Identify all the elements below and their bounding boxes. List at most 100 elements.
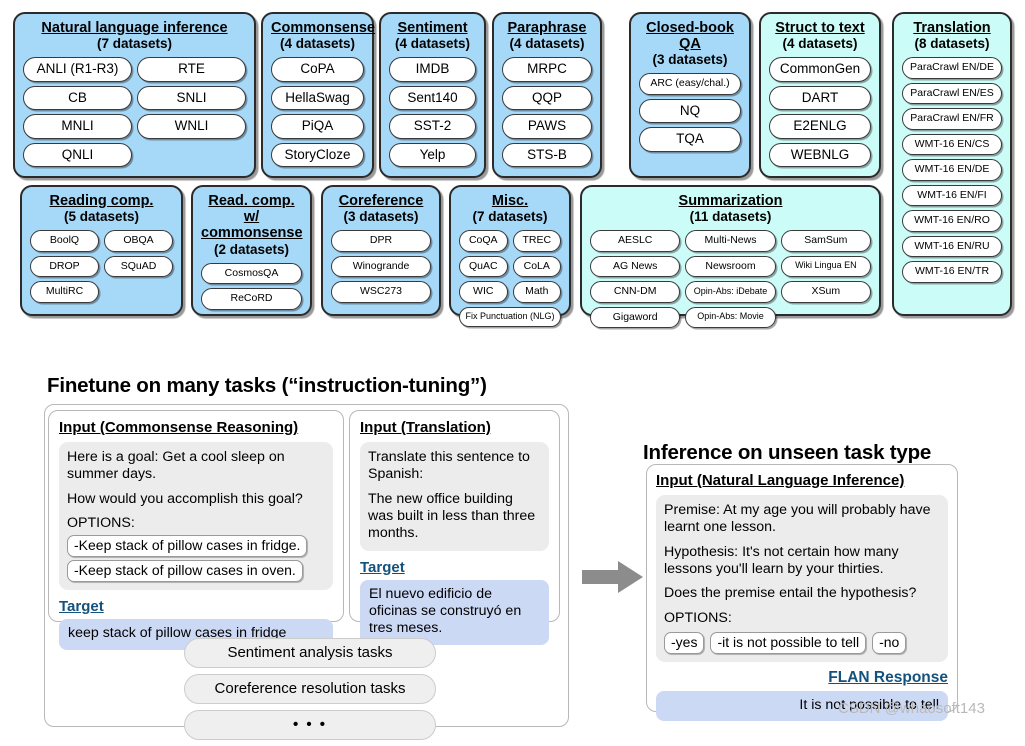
dataset-pill[interactable]: TQA	[639, 127, 741, 152]
inference-example-card[interactable]: Input (Natural Language Inference) Premi…	[646, 464, 958, 722]
dataset-pill[interactable]: SNLI	[137, 85, 246, 111]
watermark: CSDN @whaosoft143	[838, 700, 985, 717]
dataset-pill-grid: BoolQ OBQA DROP SQuAD MultiRC	[30, 230, 173, 306]
dataset-pill[interactable]: StoryCloze	[271, 142, 364, 168]
dataset-pill[interactable]: ReCoRD	[201, 288, 302, 310]
task-pill-sentiment[interactable]: Sentiment analysis tasks	[184, 638, 436, 668]
commonsense-option[interactable]: -Keep stack of pillow cases in oven.	[67, 560, 303, 583]
dataset-pill[interactable]: CB	[23, 85, 132, 111]
dataset-pill[interactable]: Sent140	[389, 85, 476, 111]
cluster-closed-book-qa[interactable]: Closed-book QA (3 datasets) ARC (easy/ch…	[629, 12, 751, 178]
dataset-pill[interactable]: XSum	[780, 281, 871, 303]
dataset-pill[interactable]: WMT-16 EN/FI	[902, 184, 1002, 207]
dataset-pill[interactable]: E2ENLG	[769, 114, 871, 139]
cluster-natural-language-inference[interactable]: Natural language inference (7 datasets) …	[13, 12, 256, 178]
cluster-reading-comp[interactable]: Reading comp. (5 datasets) BoolQ OBQA DR…	[20, 185, 183, 316]
task-pill-coreference[interactable]: Coreference resolution tasks	[184, 674, 436, 704]
dataset-pill[interactable]: OBQA	[104, 230, 173, 252]
commonsense-option[interactable]: -Keep stack of pillow cases in fridge.	[67, 535, 308, 558]
dataset-pill[interactable]: NQ	[639, 98, 741, 124]
commonsense-example-card[interactable]: Input (Commonsense Reasoning) Here is a …	[48, 410, 344, 650]
dataset-pill[interactable]: ARC (easy/chal.)	[639, 73, 741, 95]
dataset-pill[interactable]: CNN-DM	[590, 281, 681, 303]
cluster-title: Summarization	[678, 193, 783, 209]
dataset-pill[interactable]: SST-2	[389, 114, 476, 139]
dataset-pill[interactable]: DROP	[30, 255, 99, 278]
dataset-pill[interactable]: Opin-Abs: iDebate	[685, 281, 776, 303]
cluster-summarization[interactable]: Summarization (11 datasets) AESLC Multi-…	[580, 185, 881, 329]
dataset-pill[interactable]: AG News	[590, 255, 681, 278]
dataset-pill[interactable]: SamSum	[780, 230, 871, 252]
dataset-pill[interactable]: WIC	[459, 281, 508, 303]
dataset-pill[interactable]: WNLI	[137, 114, 246, 139]
dataset-pill[interactable]: QuAC	[459, 255, 508, 278]
flow-arrow-icon	[582, 560, 644, 594]
dataset-pill[interactable]: DART	[769, 85, 871, 111]
dataset-pill[interactable]: MRPC	[502, 57, 592, 82]
inference-option-no[interactable]: -no	[872, 631, 907, 654]
dataset-pill[interactable]: Fix Punctuation (NLG)	[459, 306, 561, 327]
inference-line: Does the premise entail the hypothesis?	[664, 585, 917, 602]
cluster-title: Paraphrase	[507, 20, 587, 36]
cluster-commonsense[interactable]: Commonsense (4 datasets) CoPA HellaSwag …	[261, 12, 375, 178]
dataset-pill[interactable]: WMT-16 EN/TR	[902, 261, 1002, 283]
dataset-pill[interactable]: ParaCrawl EN/DE	[902, 57, 1002, 79]
dataset-pill[interactable]: AESLC	[590, 230, 681, 252]
dataset-pill[interactable]: BoolQ	[30, 230, 99, 252]
cluster-subtitle: (4 datasets)	[509, 36, 585, 52]
commonsense-line: Here is a goal: Get a cool sleep on summ…	[67, 449, 285, 483]
inference-options-row: -yes -it is not possible to tell -no	[664, 629, 940, 654]
dataset-pill[interactable]: WMT-16 EN/CS	[902, 133, 1002, 156]
dataset-pill[interactable]: ParaCrawl EN/FR	[902, 108, 1002, 130]
dataset-pill[interactable]: IMDB	[389, 57, 476, 82]
dataset-pill[interactable]: CoQA	[459, 230, 508, 252]
inference-option-yes[interactable]: -yes	[664, 631, 705, 654]
cluster-struct-to-text[interactable]: Struct to text (4 datasets) CommonGen DA…	[759, 12, 881, 178]
dataset-pill[interactable]: PiQA	[271, 114, 364, 139]
dataset-pill[interactable]: RTE	[137, 57, 246, 82]
dataset-pill[interactable]: TREC	[512, 230, 561, 252]
dataset-pill-grid: IMDB Sent140 SST-2 Yelp	[389, 57, 476, 168]
dataset-pill[interactable]: CosmosQA	[201, 262, 302, 285]
dataset-pill[interactable]: CommonGen	[769, 57, 871, 82]
dataset-pill[interactable]: Gigaword	[590, 306, 681, 329]
dataset-pill[interactable]: Winogrande	[331, 255, 431, 278]
dataset-pill[interactable]: ParaCrawl EN/ES	[902, 82, 1002, 105]
dataset-pill-grid: MRPC QQP PAWS STS-B	[502, 57, 592, 168]
cluster-paraphrase[interactable]: Paraphrase (4 datasets) MRPC QQP PAWS ST…	[492, 12, 602, 178]
dataset-pill[interactable]: WMT-16 EN/RO	[902, 210, 1002, 232]
cluster-translation[interactable]: Translation (8 datasets) ParaCrawl EN/DE…	[892, 12, 1012, 316]
cluster-title: Struct to text	[775, 20, 865, 36]
dataset-pill[interactable]: WMT-16 EN/DE	[902, 159, 1002, 181]
cluster-reading-comp-commonsense[interactable]: Read. comp. w/ commonsense (2 datasets) …	[191, 185, 312, 316]
dataset-pill[interactable]: MultiRC	[30, 281, 99, 303]
dataset-pill[interactable]: Newsroom	[685, 255, 776, 278]
dataset-pill[interactable]: WEBNLG	[769, 142, 871, 168]
dataset-pill[interactable]: Yelp	[389, 142, 476, 168]
translation-card-title: Input (Translation)	[360, 419, 491, 436]
dataset-pill[interactable]: MNLI	[23, 114, 132, 139]
cluster-misc[interactable]: Misc. (7 datasets) CoQA TREC QuAC CoLA W…	[449, 185, 571, 327]
dataset-pill[interactable]: CoPA	[271, 57, 364, 82]
dataset-pill[interactable]: WSC273	[331, 281, 431, 303]
dataset-pill[interactable]: QNLI	[23, 142, 132, 168]
dataset-pill[interactable]: ANLI (R1-R3)	[23, 57, 132, 82]
dataset-pill[interactable]: SQuAD	[104, 255, 173, 278]
dataset-pill[interactable]: PAWS	[502, 114, 592, 139]
inference-option-maybe[interactable]: -it is not possible to tell	[710, 631, 867, 654]
dataset-pill[interactable]: Opin-Abs: Movie	[685, 306, 776, 329]
dataset-pill[interactable]: STS-B	[502, 142, 592, 168]
dataset-pill[interactable]: QQP	[502, 85, 592, 111]
cluster-sentiment[interactable]: Sentiment (4 datasets) IMDB Sent140 SST-…	[379, 12, 486, 178]
dataset-pill[interactable]: Math	[512, 281, 561, 303]
dataset-pill[interactable]: Wiki Lingua EN	[780, 255, 871, 278]
dataset-pill[interactable]: CoLA	[512, 255, 561, 278]
cluster-title: Misc.	[491, 193, 529, 209]
cluster-coreference[interactable]: Coreference (3 datasets) DPR Winogrande …	[321, 185, 441, 316]
dataset-pill[interactable]: Multi-News	[685, 230, 776, 252]
dataset-pill[interactable]: DPR	[331, 230, 431, 252]
dataset-pill[interactable]: WMT-16 EN/RU	[902, 235, 1002, 258]
dataset-pill[interactable]: HellaSwag	[271, 85, 364, 111]
translation-example-card[interactable]: Input (Translation) Translate this sente…	[349, 410, 560, 645]
task-pill-ellipsis[interactable]: • • •	[184, 710, 436, 740]
